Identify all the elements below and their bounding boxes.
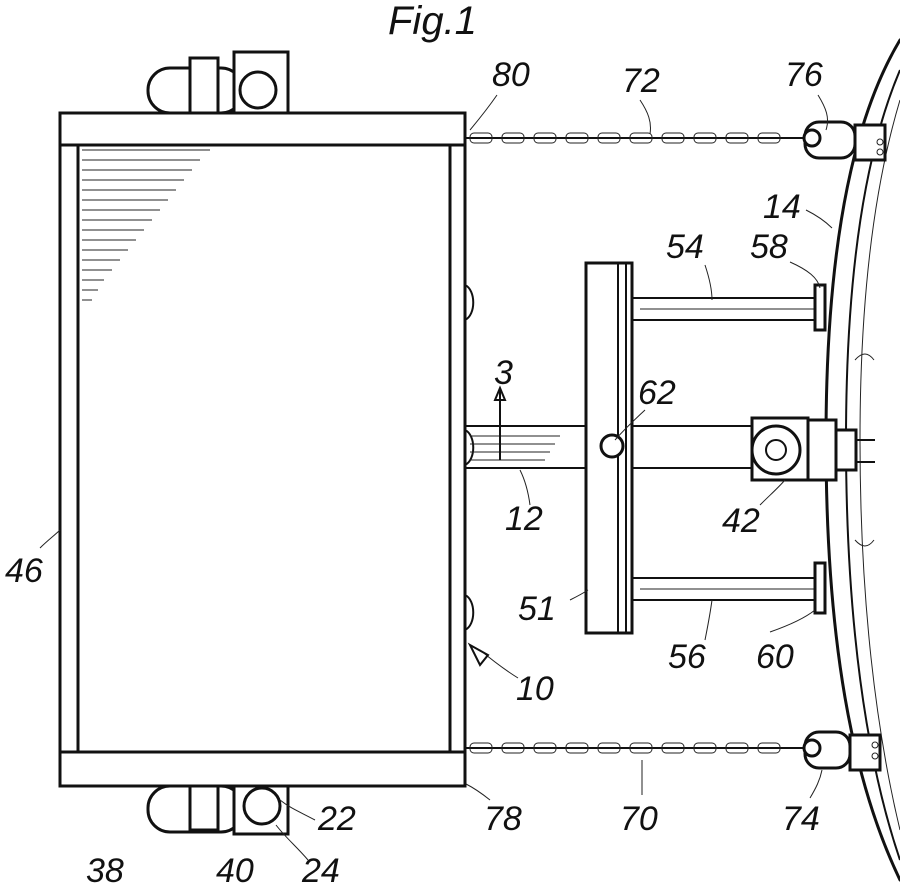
figure-title: Fig.1 <box>388 0 477 43</box>
label-38: 38 <box>86 852 124 889</box>
label-62: 62 <box>638 374 676 412</box>
label-3: 3 <box>494 354 513 392</box>
label-60: 60 <box>756 638 794 676</box>
label-42: 42 <box>722 502 760 540</box>
top-hinge-assembly <box>148 52 288 113</box>
label-24: 24 <box>301 852 340 889</box>
chain-bracket-lower <box>804 732 880 770</box>
label-72: 72 <box>622 62 660 100</box>
label-40: 40 <box>216 852 254 889</box>
bottom-hinge-assembly <box>148 786 288 834</box>
bin-frame <box>60 113 473 786</box>
strut-arm-upper <box>632 285 825 330</box>
chain-upper <box>465 133 805 143</box>
pivot-pin <box>601 435 623 457</box>
label-56: 56 <box>668 638 706 676</box>
chain-bracket-upper <box>804 122 885 160</box>
label-76: 76 <box>785 56 823 94</box>
label-78: 78 <box>484 800 522 838</box>
label-74: 74 <box>782 800 820 838</box>
label-12: 12 <box>505 500 543 538</box>
label-51: 51 <box>518 590 556 628</box>
label-58: 58 <box>750 228 788 266</box>
label-10: 10 <box>516 670 554 708</box>
label-46: 46 <box>5 552 43 590</box>
label-80: 80 <box>492 56 530 94</box>
strut-arm-lower <box>632 563 825 613</box>
label-22: 22 <box>317 800 356 838</box>
clevis-mount <box>752 418 875 480</box>
label-54: 54 <box>666 228 704 266</box>
label-70: 70 <box>620 800 658 838</box>
label-14: 14 <box>763 188 801 226</box>
chain-lower <box>465 743 805 753</box>
panel-shading <box>82 150 210 300</box>
